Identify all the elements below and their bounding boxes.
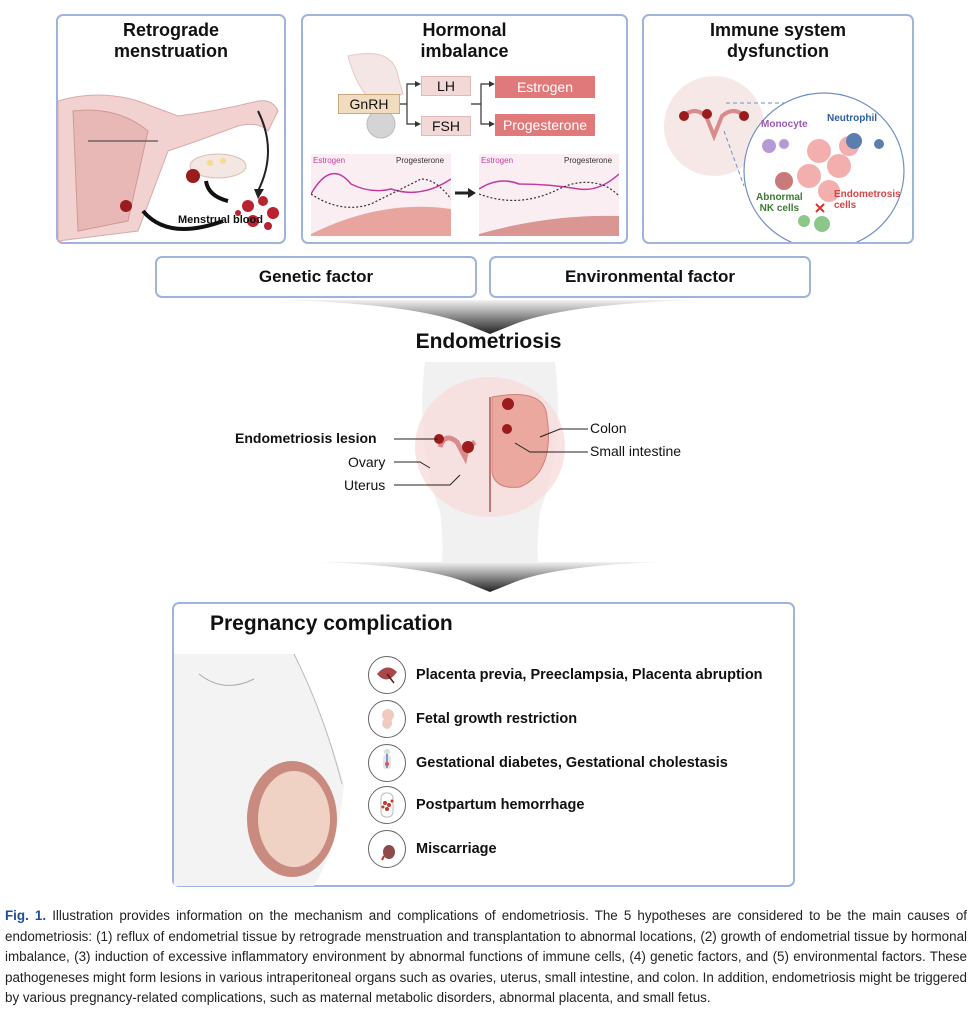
ovary-lesion (186, 169, 200, 183)
panel-retrograde-menstruation: Retrograde menstruation Menstrual blood (56, 14, 286, 244)
panel-title-line1: Immune system (709, 20, 847, 40)
chart-progesterone-label: Progesterone (564, 156, 613, 165)
neutrophil-label: Neutrophil (827, 113, 877, 124)
lh-box: LH (421, 76, 471, 96)
nk-cells-label: Abnormal NK cells (756, 192, 803, 214)
gnrh-box: GnRH (338, 94, 400, 114)
figure-caption: Fig. 1. Illustration provides informatio… (5, 906, 967, 1009)
endometriosis-title: Endometriosis (415, 330, 562, 353)
arrow-right-icon (455, 188, 476, 198)
leader-lines (394, 428, 588, 486)
uterus-label: Uterus (344, 477, 386, 493)
uterine-lesion (120, 200, 132, 212)
progesterone-box: Progesterone (495, 114, 595, 136)
fetus-shape (258, 771, 330, 867)
chart-estrogen-label: Estrogen (313, 156, 346, 165)
chart-progesterone-label: Progesterone (396, 156, 445, 165)
pituitary-shape (366, 109, 396, 139)
neutrophil-cells (846, 133, 884, 149)
panel-title-line2: dysfunction (727, 41, 829, 61)
complication-label: Placenta previa, Preeclampsia, Placenta … (416, 667, 763, 683)
caption-text: Illustration provides information on the… (5, 908, 967, 1005)
complication-label: Fetal growth restriction (416, 711, 578, 727)
pregnant-body-illustration (174, 654, 344, 886)
endometriosis-cells (797, 136, 859, 202)
ovary-shape (189, 153, 247, 179)
panel-title-line1: Retrograde (122, 20, 220, 40)
panel-title-line2: menstruation (113, 41, 228, 61)
complication-label: Postpartum hemorrhage (416, 797, 585, 813)
nk-cells (798, 215, 830, 232)
endo-label-line1: Endometrosis (834, 189, 901, 200)
figure-label: Fig. 1. (5, 908, 47, 923)
block-x-icon (815, 203, 825, 213)
complication-label: Miscarriage (416, 841, 497, 857)
progesterone-curve (311, 178, 451, 208)
intestine-shape (491, 394, 549, 488)
body-metabolic-icon (368, 744, 406, 782)
menstrual-blood-clots (235, 196, 279, 230)
reflux-arrow (257, 110, 269, 192)
chart-estrogen-label: Estrogen (481, 156, 514, 165)
panel-title-line2: imbalance (420, 41, 509, 61)
hemorrhage-icon (368, 786, 406, 824)
uterus-illustration (58, 94, 279, 242)
lesion-label: Endometriosis lesion (235, 430, 377, 446)
complication-item: Fetal growth restriction (368, 700, 577, 738)
placenta-icon (368, 656, 406, 694)
funnel-arrow-icon (320, 562, 660, 592)
miscarriage-icon (368, 830, 406, 868)
hypothalamus-shape (347, 53, 404, 100)
complication-item: Postpartum hemorrhage (368, 786, 584, 824)
pregnancy-title: Pregnancy complication (210, 612, 453, 635)
colon-label: Colon (590, 420, 627, 436)
progesterone-curve (479, 181, 619, 201)
funnel-arrow-icon (280, 300, 700, 334)
complication-item: Gestational diabetes, Gestational choles… (368, 744, 728, 782)
panel-title-line1: Hormonal (422, 20, 507, 40)
panel-pregnancy-complication: Pregnancy complication (172, 602, 795, 887)
monocyte-label: Monocyte (761, 119, 808, 130)
immune-illustration (664, 76, 905, 242)
complication-item: Placenta previa, Preeclampsia, Placenta … (368, 656, 763, 694)
endo-label-line2: cells (834, 200, 857, 211)
estrogen-curve (311, 172, 451, 195)
complication-item: Miscarriage (368, 830, 497, 868)
endometrium-layer (479, 215, 619, 236)
monocyte-cells (762, 139, 789, 153)
complication-label: Gestational diabetes, Gestational choles… (416, 755, 728, 771)
nk-label-line2: NK cells (759, 203, 800, 214)
estrogen-box: Estrogen (495, 76, 595, 98)
environmental-factor-box: Environmental factor (489, 256, 811, 298)
magnified-tissue-circle (743, 92, 905, 242)
fetus-icon (368, 700, 406, 738)
panel-hormonal-imbalance: Hormonal imbalance GnRH LH FSH Estrogen … (301, 14, 628, 244)
endometrium-layer (311, 206, 451, 236)
endometriosis-cells-label: Endometrosis cells (834, 189, 901, 211)
cycle-chart-normal: Estrogen Progesterone (311, 154, 451, 236)
small-intestine-label: Small intestine (590, 443, 682, 459)
nk-label-line1: Abnormal (756, 192, 803, 203)
panel-immune-dysfunction: Immune system dysfunction Monocyte Neutr… (642, 14, 914, 244)
estrogen-curve (479, 173, 619, 191)
fsh-box: FSH (421, 116, 471, 136)
uterus-icon (682, 109, 746, 142)
ovary-label: Ovary (348, 454, 386, 470)
menstrual-blood-label: Menstrual blood (178, 214, 263, 226)
cycle-chart-imbalanced: Estrogen Progesterone (479, 154, 619, 236)
genetic-factor-box: Genetic factor (155, 256, 477, 298)
